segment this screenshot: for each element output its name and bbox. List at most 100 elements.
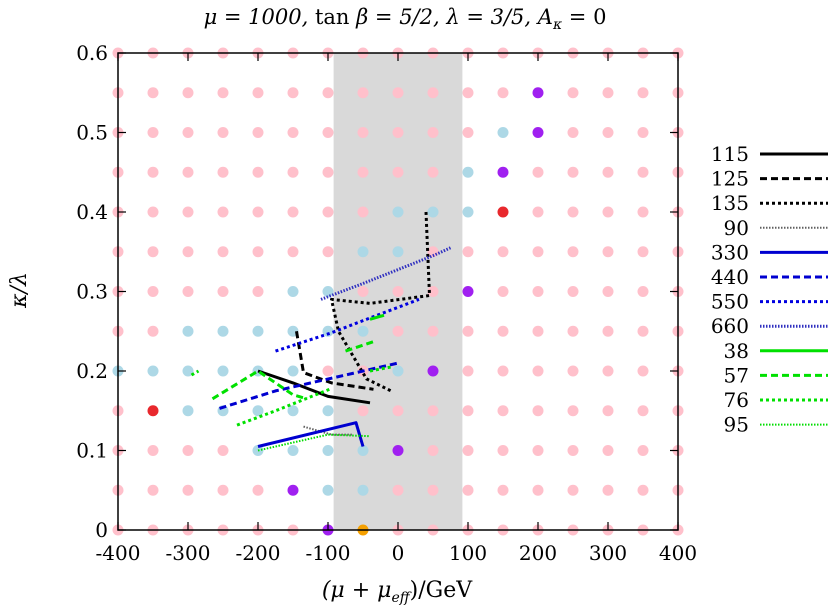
data-point-pink [322,166,334,178]
data-point-lightblue [392,206,404,218]
data-point-pink [147,206,159,218]
data-point-pink [322,206,334,218]
data-point-pink [287,246,299,258]
data-point-pink [147,484,159,496]
legend-label: 135 [711,191,749,215]
series-line-extra-13 [190,369,200,377]
data-point-pink [392,127,404,138]
data-point-pink [252,127,264,138]
legend-label: 57 [724,363,749,387]
title-mu: μ = 1000, [204,5,315,29]
data-point-pink [532,206,544,218]
x-tick-label: 300 [589,541,627,565]
series-line-95 [257,433,371,452]
data-point-pink [217,286,229,297]
data-point-pink [182,206,194,218]
data-point-pink [252,246,264,258]
data-point-lightblue [322,405,334,417]
data-point-pink [182,246,194,258]
legend-label: 95 [724,413,749,437]
data-point-pink [252,286,264,297]
data-point-lightblue [287,445,299,456]
data-point-pink [147,445,159,456]
data-point-lightblue [322,484,334,496]
data-point-pink [462,365,474,377]
data-point-pink [392,405,404,417]
data-point-purple [532,127,544,138]
data-point-pink [462,325,474,337]
data-point-pink [602,325,614,337]
data-point-pink [602,166,614,178]
data-point-lightblue [462,166,474,178]
data-point-pink [357,127,369,138]
data-point-pink [637,365,649,377]
x-tick-label: 100 [449,541,487,565]
y-tick-label: 0 [95,518,108,542]
series-line-38 [369,313,385,321]
data-point-lightblue [357,325,369,337]
x-tick-label: -400 [96,541,141,565]
data-point-pink [462,484,474,496]
data-point-pink [602,127,614,138]
data-point-pink [497,405,509,417]
data-point-pink [497,365,509,377]
data-point-pink [182,286,194,297]
data-point-red [497,206,509,218]
title-tanb: β = 5/2, [349,5,446,29]
data-point-pink [147,87,159,99]
series-line-115 [257,369,371,405]
data-point-lightblue [252,325,264,337]
data-point-purple [462,286,474,297]
data-point-lightblue [217,365,229,377]
data-point-pink [427,166,439,178]
data-point-pink [637,246,649,258]
data-point-pink [357,166,369,178]
y-tick-label: 0.2 [76,359,108,383]
data-point-lightblue [217,325,229,337]
data-point-pink [392,325,404,337]
x-tick-label: -200 [236,541,281,565]
data-point-pink [217,246,229,258]
xlabel-open: (μ + μ [322,578,392,603]
series-line-660 [320,246,452,301]
data-point-pink [217,166,229,178]
data-point-pink [637,286,649,297]
data-point-pink [182,166,194,178]
legend-label: 550 [711,290,749,314]
data-point-pink [567,286,579,297]
y-axis-label: κ/λ [7,272,32,309]
xlabel-close: )/GeV [410,578,474,603]
legend-label: 90 [724,216,749,240]
data-point-pink [252,166,264,178]
data-point-pink [497,484,509,496]
data-point-lightblue [322,445,334,456]
data-point-pink [427,286,439,297]
data-point-pink [322,246,334,258]
data-point-pink [637,325,649,337]
data-point-lightblue [392,246,404,258]
legend-label: 38 [724,339,749,363]
data-point-pink [392,286,404,297]
data-point-pink [497,246,509,258]
data-point-pink [392,87,404,99]
data-point-pink [427,127,439,138]
data-point-pink [637,127,649,138]
data-point-pink [287,87,299,99]
data-point-pink [497,286,509,297]
data-point-lightblue [322,286,334,297]
series-line-135 [330,211,431,393]
data-point-pink [147,286,159,297]
data-point-pink [602,206,614,218]
data-point-pink [357,206,369,218]
series-line-76 [236,387,333,427]
grid-points [112,47,684,536]
data-point-pink [567,365,579,377]
data-point-pink [637,405,649,417]
y-tick-labels: 00.10.20.30.40.50.6 [76,41,108,542]
x-tick-label: 400 [659,541,697,565]
legend-label: 76 [724,388,749,412]
data-point-pink [217,445,229,456]
data-point-pink [602,445,614,456]
data-point-lightblue [287,405,299,417]
